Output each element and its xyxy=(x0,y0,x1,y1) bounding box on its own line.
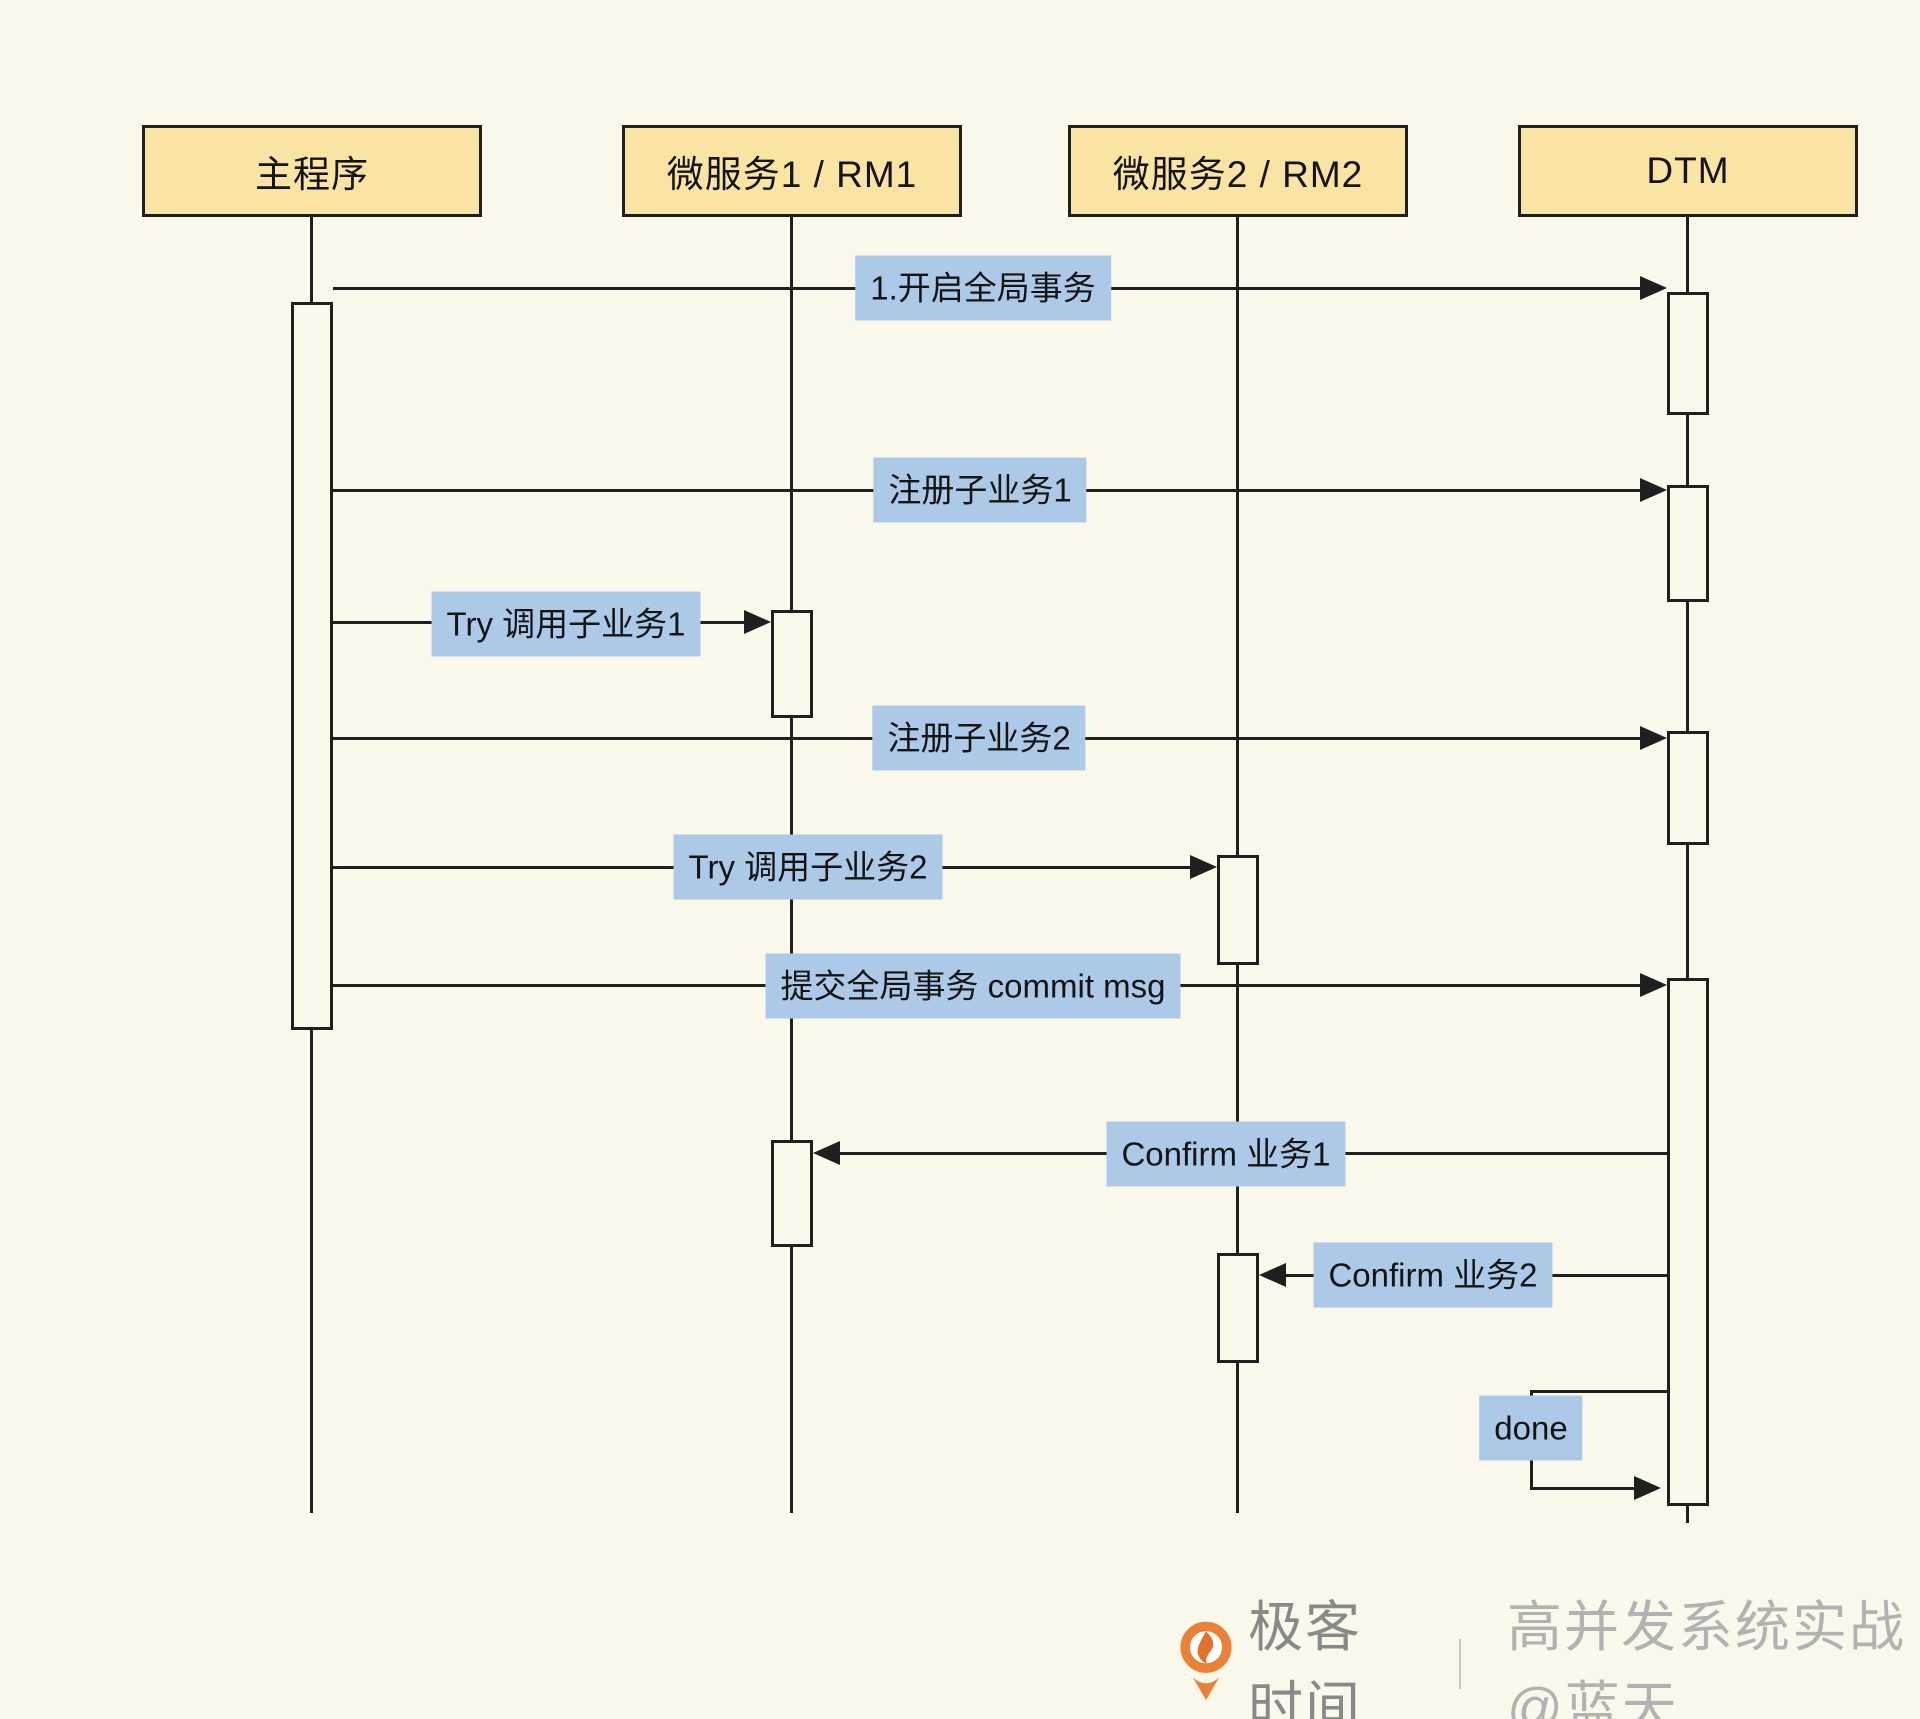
arrowhead-right-icon xyxy=(1640,276,1667,300)
message-label-commit-global-tx: 提交全局事务 commit msg xyxy=(765,953,1181,1019)
self-message-done-top-line xyxy=(1530,1390,1667,1393)
activation-microservice2-confirm xyxy=(1217,1253,1259,1363)
message-label-try-sub1: Try 调用子业务1 xyxy=(431,591,701,657)
activation-dtm-commit xyxy=(1667,978,1709,1506)
message-label-try-sub2: Try 调用子业务2 xyxy=(673,834,943,900)
arrowhead-right-icon xyxy=(1190,855,1217,879)
footer-brand-text: 极客时间 xyxy=(1248,1596,1363,1719)
actor-label: 微服务2 / RM2 xyxy=(1112,154,1364,195)
activation-dtm-1 xyxy=(1667,292,1709,415)
message-label-start-global-tx: 1.开启全局事务 xyxy=(855,255,1111,321)
activation-dtm-2 xyxy=(1667,485,1709,602)
activation-microservice2-try xyxy=(1217,855,1259,965)
footer-credit-text: 高并发系统实战@蓝天 xyxy=(1506,1596,1906,1719)
actor-label: DTM xyxy=(1646,150,1730,191)
activation-main-program xyxy=(291,302,333,1030)
arrowhead-right-icon xyxy=(1640,478,1667,502)
arrowhead-left-icon xyxy=(1259,1263,1286,1287)
message-label-register-sub2: 注册子业务2 xyxy=(872,705,1086,771)
activation-dtm-3 xyxy=(1667,731,1709,845)
actor-box-main-program: 主程序 xyxy=(142,125,482,217)
message-label-done: done xyxy=(1479,1395,1583,1461)
footer-watermark: 极客时间 ｜ 高并发系统实战@蓝天 xyxy=(1180,1596,1920,1719)
message-label-confirm-sub2: Confirm 业务2 xyxy=(1313,1242,1553,1308)
arrowhead-right-icon xyxy=(1634,1476,1661,1500)
actor-box-microservice2-rm2: 微服务2 / RM2 xyxy=(1068,125,1408,217)
actor-box-microservice1-rm1: 微服务1 / RM1 xyxy=(622,125,962,217)
footer-divider: ｜ xyxy=(1434,1638,1485,1694)
actor-box-dtm: DTM xyxy=(1518,125,1858,217)
message-label-register-sub1: 注册子业务1 xyxy=(873,457,1087,523)
arrowhead-right-icon xyxy=(744,610,771,634)
actor-label: 微服务1 / RM1 xyxy=(666,154,918,195)
message-label-confirm-sub1: Confirm 业务1 xyxy=(1106,1121,1346,1187)
arrowhead-left-icon xyxy=(813,1141,840,1165)
lifeline-dtm xyxy=(1686,217,1689,1523)
actor-label: 主程序 xyxy=(255,154,369,195)
arrowhead-right-icon xyxy=(1640,973,1667,997)
self-message-done-bottom-line xyxy=(1530,1487,1635,1490)
activation-microservice1-try xyxy=(771,610,813,718)
geektime-logo-icon xyxy=(1180,1617,1232,1707)
activation-microservice1-confirm xyxy=(771,1140,813,1247)
arrowhead-right-icon xyxy=(1640,726,1667,750)
